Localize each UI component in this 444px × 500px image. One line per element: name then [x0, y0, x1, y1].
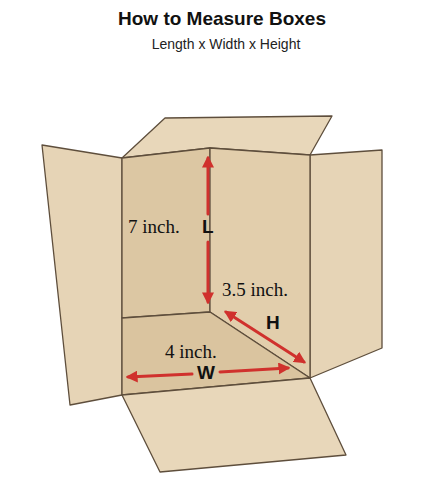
dimension-label: 3.5 inch.	[222, 279, 288, 301]
front-flap	[122, 378, 346, 472]
left-flap	[42, 145, 122, 405]
dimension-letter: W	[197, 362, 215, 384]
left-inner-wall	[122, 148, 210, 318]
dimension-label: 4 inch.	[165, 341, 217, 363]
length-arrow	[207, 242, 210, 302]
subtitle: Length x Width x Height	[4, 36, 444, 52]
dimension-letter: L	[202, 216, 214, 238]
right-flap	[310, 150, 382, 378]
height-arrow	[226, 312, 304, 362]
dimension-label: 7 inch.	[128, 216, 180, 238]
width-arrow	[128, 374, 192, 377]
length-arrow	[207, 158, 210, 214]
dimension-letter: H	[266, 312, 280, 334]
width-arrow	[220, 368, 288, 372]
diagram-title: How to Measure Boxes	[0, 8, 444, 30]
